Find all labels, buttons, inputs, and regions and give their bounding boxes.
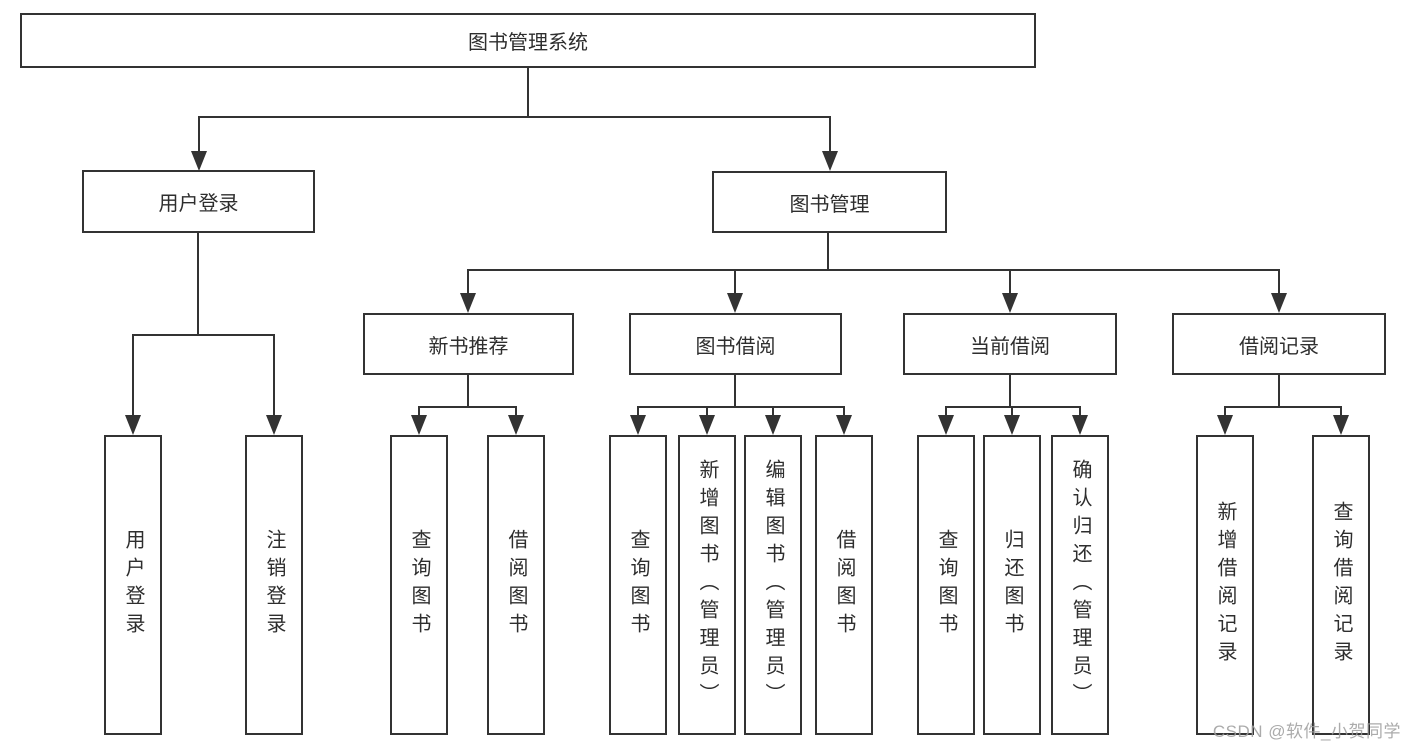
- connector-newbooks-to-leaves: [411, 375, 524, 435]
- leaf-newbooks-borrow-books-label: 借阅图书: [505, 529, 527, 641]
- leaf-current-confirm-return-admin-label: 确认归还（管理员）: [1069, 459, 1091, 711]
- leaf-logout: 注销登录: [245, 435, 303, 735]
- leaf-current-return-books-label: 归还图书: [1001, 529, 1023, 641]
- node-new-book-recommend: 新书推荐: [363, 313, 574, 375]
- leaf-records-add-record-label: 新增借阅记录: [1214, 501, 1236, 669]
- leaf-borrow-add-books-admin: 新增图书（管理员）: [678, 435, 736, 735]
- connector-bookmgmt-to-level3: [460, 233, 1287, 313]
- leaf-records-add-record: 新增借阅记录: [1196, 435, 1254, 735]
- leaf-borrow-query-books-label: 查询图书: [627, 529, 649, 641]
- leaf-records-query-record-label: 查询借阅记录: [1330, 501, 1352, 669]
- connector-userlogin-to-leaves: [125, 233, 282, 435]
- node-root: 图书管理系统: [20, 13, 1036, 68]
- node-book-borrow: 图书借阅: [629, 313, 842, 375]
- connector-records-to-leaves: [1217, 375, 1349, 435]
- leaf-newbooks-query-books-label: 查询图书: [408, 529, 430, 641]
- connector-root-to-level2: [191, 68, 838, 171]
- node-book-borrow-label: 图书借阅: [695, 335, 776, 358]
- leaf-user-login: 用户登录: [104, 435, 162, 735]
- connector-borrow-to-leaves: [630, 375, 852, 435]
- node-borrow-records: 借阅记录: [1172, 313, 1386, 375]
- node-book-management-label: 图书管理: [789, 193, 870, 216]
- node-user-login: 用户登录: [82, 170, 315, 233]
- leaf-current-query-books-label: 查询图书: [935, 529, 957, 641]
- node-borrow-records-label: 借阅记录: [1239, 335, 1319, 358]
- leaf-newbooks-borrow-books: 借阅图书: [487, 435, 545, 735]
- connector-current-to-leaves: [938, 375, 1088, 435]
- leaf-borrow-edit-books-admin-label: 编辑图书（管理员）: [762, 459, 784, 711]
- leaf-current-query-books: 查询图书: [917, 435, 975, 735]
- leaf-borrow-edit-books-admin: 编辑图书（管理员）: [744, 435, 802, 735]
- leaf-current-confirm-return-admin: 确认归还（管理员）: [1051, 435, 1109, 735]
- leaf-borrow-borrow-books: 借阅图书: [815, 435, 873, 735]
- leaf-borrow-add-books-admin-label: 新增图书（管理员）: [696, 459, 718, 711]
- node-book-management: 图书管理: [712, 171, 947, 233]
- leaf-borrow-borrow-books-label: 借阅图书: [833, 529, 855, 641]
- node-root-label: 图书管理系统: [468, 32, 588, 54]
- node-user-login-label: 用户登录: [158, 193, 239, 215]
- node-current-borrow-label: 当前借阅: [970, 335, 1050, 358]
- leaf-newbooks-query-books: 查询图书: [390, 435, 448, 735]
- node-current-borrow: 当前借阅: [903, 313, 1117, 375]
- leaf-borrow-query-books: 查询图书: [609, 435, 667, 735]
- leaf-logout-label: 注销登录: [263, 529, 285, 641]
- leaf-current-return-books: 归还图书: [983, 435, 1041, 735]
- node-new-book-recommend-label: 新书推荐: [428, 335, 509, 358]
- leaf-records-query-record: 查询借阅记录: [1312, 435, 1370, 735]
- leaf-user-login-label: 用户登录: [122, 529, 144, 641]
